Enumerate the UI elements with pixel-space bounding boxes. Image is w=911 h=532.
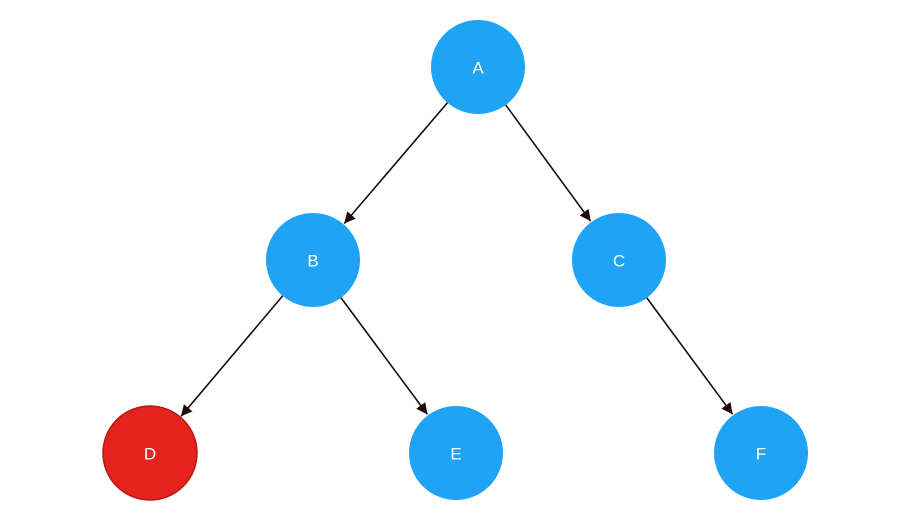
node-b-label: B xyxy=(307,252,318,271)
node-d: D xyxy=(102,405,198,501)
edge-a-c-arrow xyxy=(504,103,592,222)
node-d-label: D xyxy=(144,445,156,464)
edges-layer xyxy=(180,101,734,417)
node-d-circle xyxy=(102,405,198,501)
nodes-layer: A B C D E F xyxy=(102,20,808,501)
node-b: B xyxy=(266,213,360,307)
node-a: A xyxy=(431,20,525,114)
node-f-circle xyxy=(714,406,808,500)
edge-c-f-arrow xyxy=(645,296,734,415)
node-c-label: C xyxy=(613,252,625,271)
node-e-circle xyxy=(409,406,503,500)
edge-a-b-arrow xyxy=(343,101,449,225)
node-a-label: A xyxy=(472,59,484,78)
node-c: C xyxy=(572,213,666,307)
node-b-circle xyxy=(266,213,360,307)
edge-b-e-arrow xyxy=(339,296,429,415)
node-a-circle xyxy=(431,20,525,114)
node-f-label: F xyxy=(756,445,766,464)
node-f: F xyxy=(714,406,808,500)
node-e-label: E xyxy=(450,445,461,464)
node-c-circle xyxy=(572,213,666,307)
node-e: E xyxy=(409,406,503,500)
edge-b-d-arrow xyxy=(180,294,284,417)
